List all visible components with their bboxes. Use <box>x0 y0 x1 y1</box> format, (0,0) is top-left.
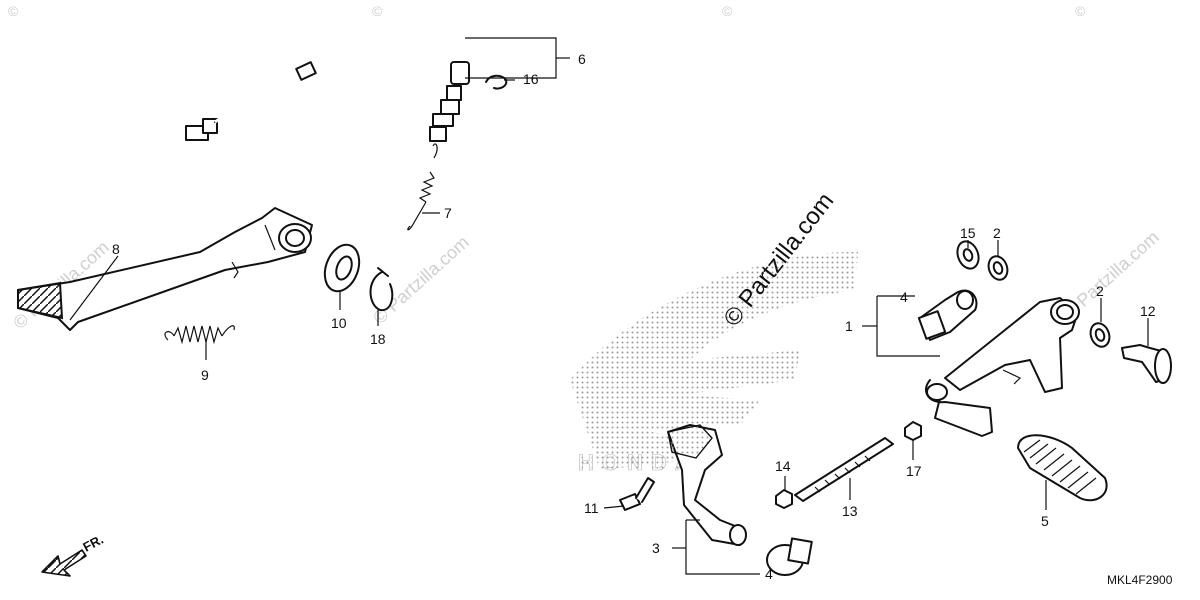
corner-mark: © <box>1075 3 1086 19</box>
part-3-shift-arm <box>667 424 747 546</box>
callout-11: 11 <box>584 500 599 516</box>
callout-6: 6 <box>578 51 586 67</box>
part-15-washer <box>956 240 980 270</box>
corner-watermarks: © © © © <box>8 3 1086 19</box>
callout-16: 16 <box>523 71 539 87</box>
corner-mark: © <box>372 3 383 19</box>
part-14-nut <box>775 489 793 509</box>
callout-5: 5 <box>1041 513 1049 529</box>
callout-2-upper: 2 <box>993 225 1001 241</box>
part-17-nut <box>904 421 922 441</box>
part-12-pin <box>1121 344 1172 384</box>
callout-4-upper: 4 <box>900 289 908 305</box>
part-1-step-bracket <box>925 297 1080 437</box>
callout-14: 14 <box>775 458 791 474</box>
part-6-switch-harness <box>185 19 470 142</box>
part-7-spring <box>407 143 438 231</box>
callout-13: 13 <box>842 503 858 519</box>
callout-2-right: 2 <box>1096 283 1104 299</box>
part-10-washer <box>323 243 361 293</box>
callout-8: 8 <box>112 241 120 257</box>
corner-mark: © <box>8 3 19 19</box>
part-13-rod <box>794 437 894 502</box>
leader-lines <box>69 37 1149 575</box>
part-11-bolt <box>619 477 655 511</box>
diagram-code: MKL4F2900 <box>1107 573 1173 587</box>
callout-12: 12 <box>1140 303 1156 319</box>
part-9-spring <box>164 325 235 345</box>
front-direction-arrow: FR. <box>41 532 106 577</box>
callout-10: 10 <box>331 315 347 331</box>
honda-logo-text: HONDA <box>578 450 699 475</box>
part-8-brake-pedal <box>17 207 313 331</box>
callout-9: 9 <box>201 367 209 383</box>
callout-7: 7 <box>444 205 452 221</box>
part-4-rod-end-lower <box>766 537 813 576</box>
callout-1: 1 <box>845 318 853 334</box>
callout-15: 15 <box>960 225 976 241</box>
callout-numbers: 6 16 7 8 9 10 18 15 2 4 1 2 12 5 17 13 1… <box>112 51 1156 582</box>
front-label: FR. <box>80 532 106 555</box>
part-5-step-rubber <box>1017 434 1108 502</box>
callout-17: 17 <box>906 463 922 479</box>
callout-4-lower: 4 <box>765 566 773 582</box>
corner-mark: © <box>722 3 733 19</box>
part-2-bushing-right <box>1089 322 1111 348</box>
part-18-circlip <box>369 267 394 312</box>
part-4-rod-end-upper <box>917 289 978 341</box>
callout-3: 3 <box>652 540 660 556</box>
part-2-bushing-upper <box>987 255 1009 281</box>
callout-18: 18 <box>370 331 386 347</box>
honda-wing-logo: HONDA <box>570 251 858 475</box>
